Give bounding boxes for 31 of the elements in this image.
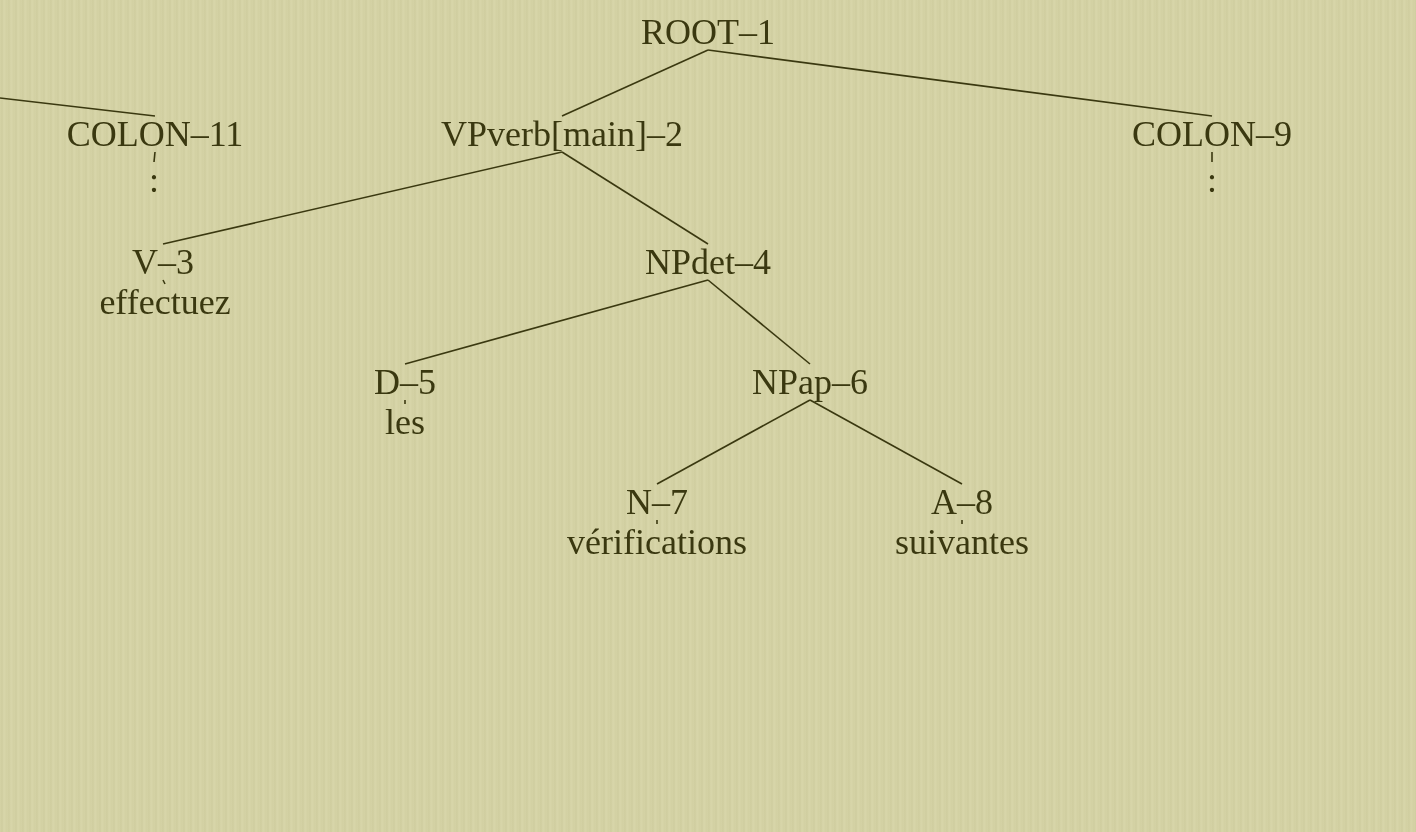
category-label: D–5 (374, 364, 436, 400)
tree-branch-line (707, 279, 811, 365)
tree-branch-line (162, 279, 166, 285)
token-label: : (1207, 162, 1217, 198)
word-label: les (385, 404, 425, 440)
category-label: ROOT–1 (641, 14, 775, 50)
tree-branch-line (561, 151, 709, 245)
tree-branch-line (1211, 151, 1213, 163)
category-label: COLON–9 (1132, 116, 1292, 152)
category-label: N–7 (626, 484, 688, 520)
token-label: : (149, 162, 159, 198)
tree-branch-line (0, 97, 156, 117)
category-label: COLON–11 (66, 116, 244, 152)
category-label: A–8 (931, 484, 993, 520)
word-label: suivantes (895, 524, 1029, 560)
tree-branch-line (404, 279, 709, 365)
category-label: NPdet–4 (645, 244, 771, 280)
tree-branch-line (707, 49, 1213, 117)
word-label: effectuez (99, 284, 231, 320)
tree-branch-line (809, 399, 963, 485)
tree-branch-line (153, 151, 156, 163)
word-label: vérifications (567, 524, 747, 560)
tree-branch-line (656, 399, 811, 485)
tree-branch-line (656, 519, 658, 525)
tree-branch-line (162, 151, 563, 245)
tree-branch-line (561, 49, 709, 117)
tree-branch-line (961, 519, 963, 525)
category-label: NPap–6 (752, 364, 868, 400)
category-label: VPverb[main]–2 (441, 116, 683, 152)
tree-branch-line (404, 399, 406, 405)
category-label: V–3 (132, 244, 194, 280)
